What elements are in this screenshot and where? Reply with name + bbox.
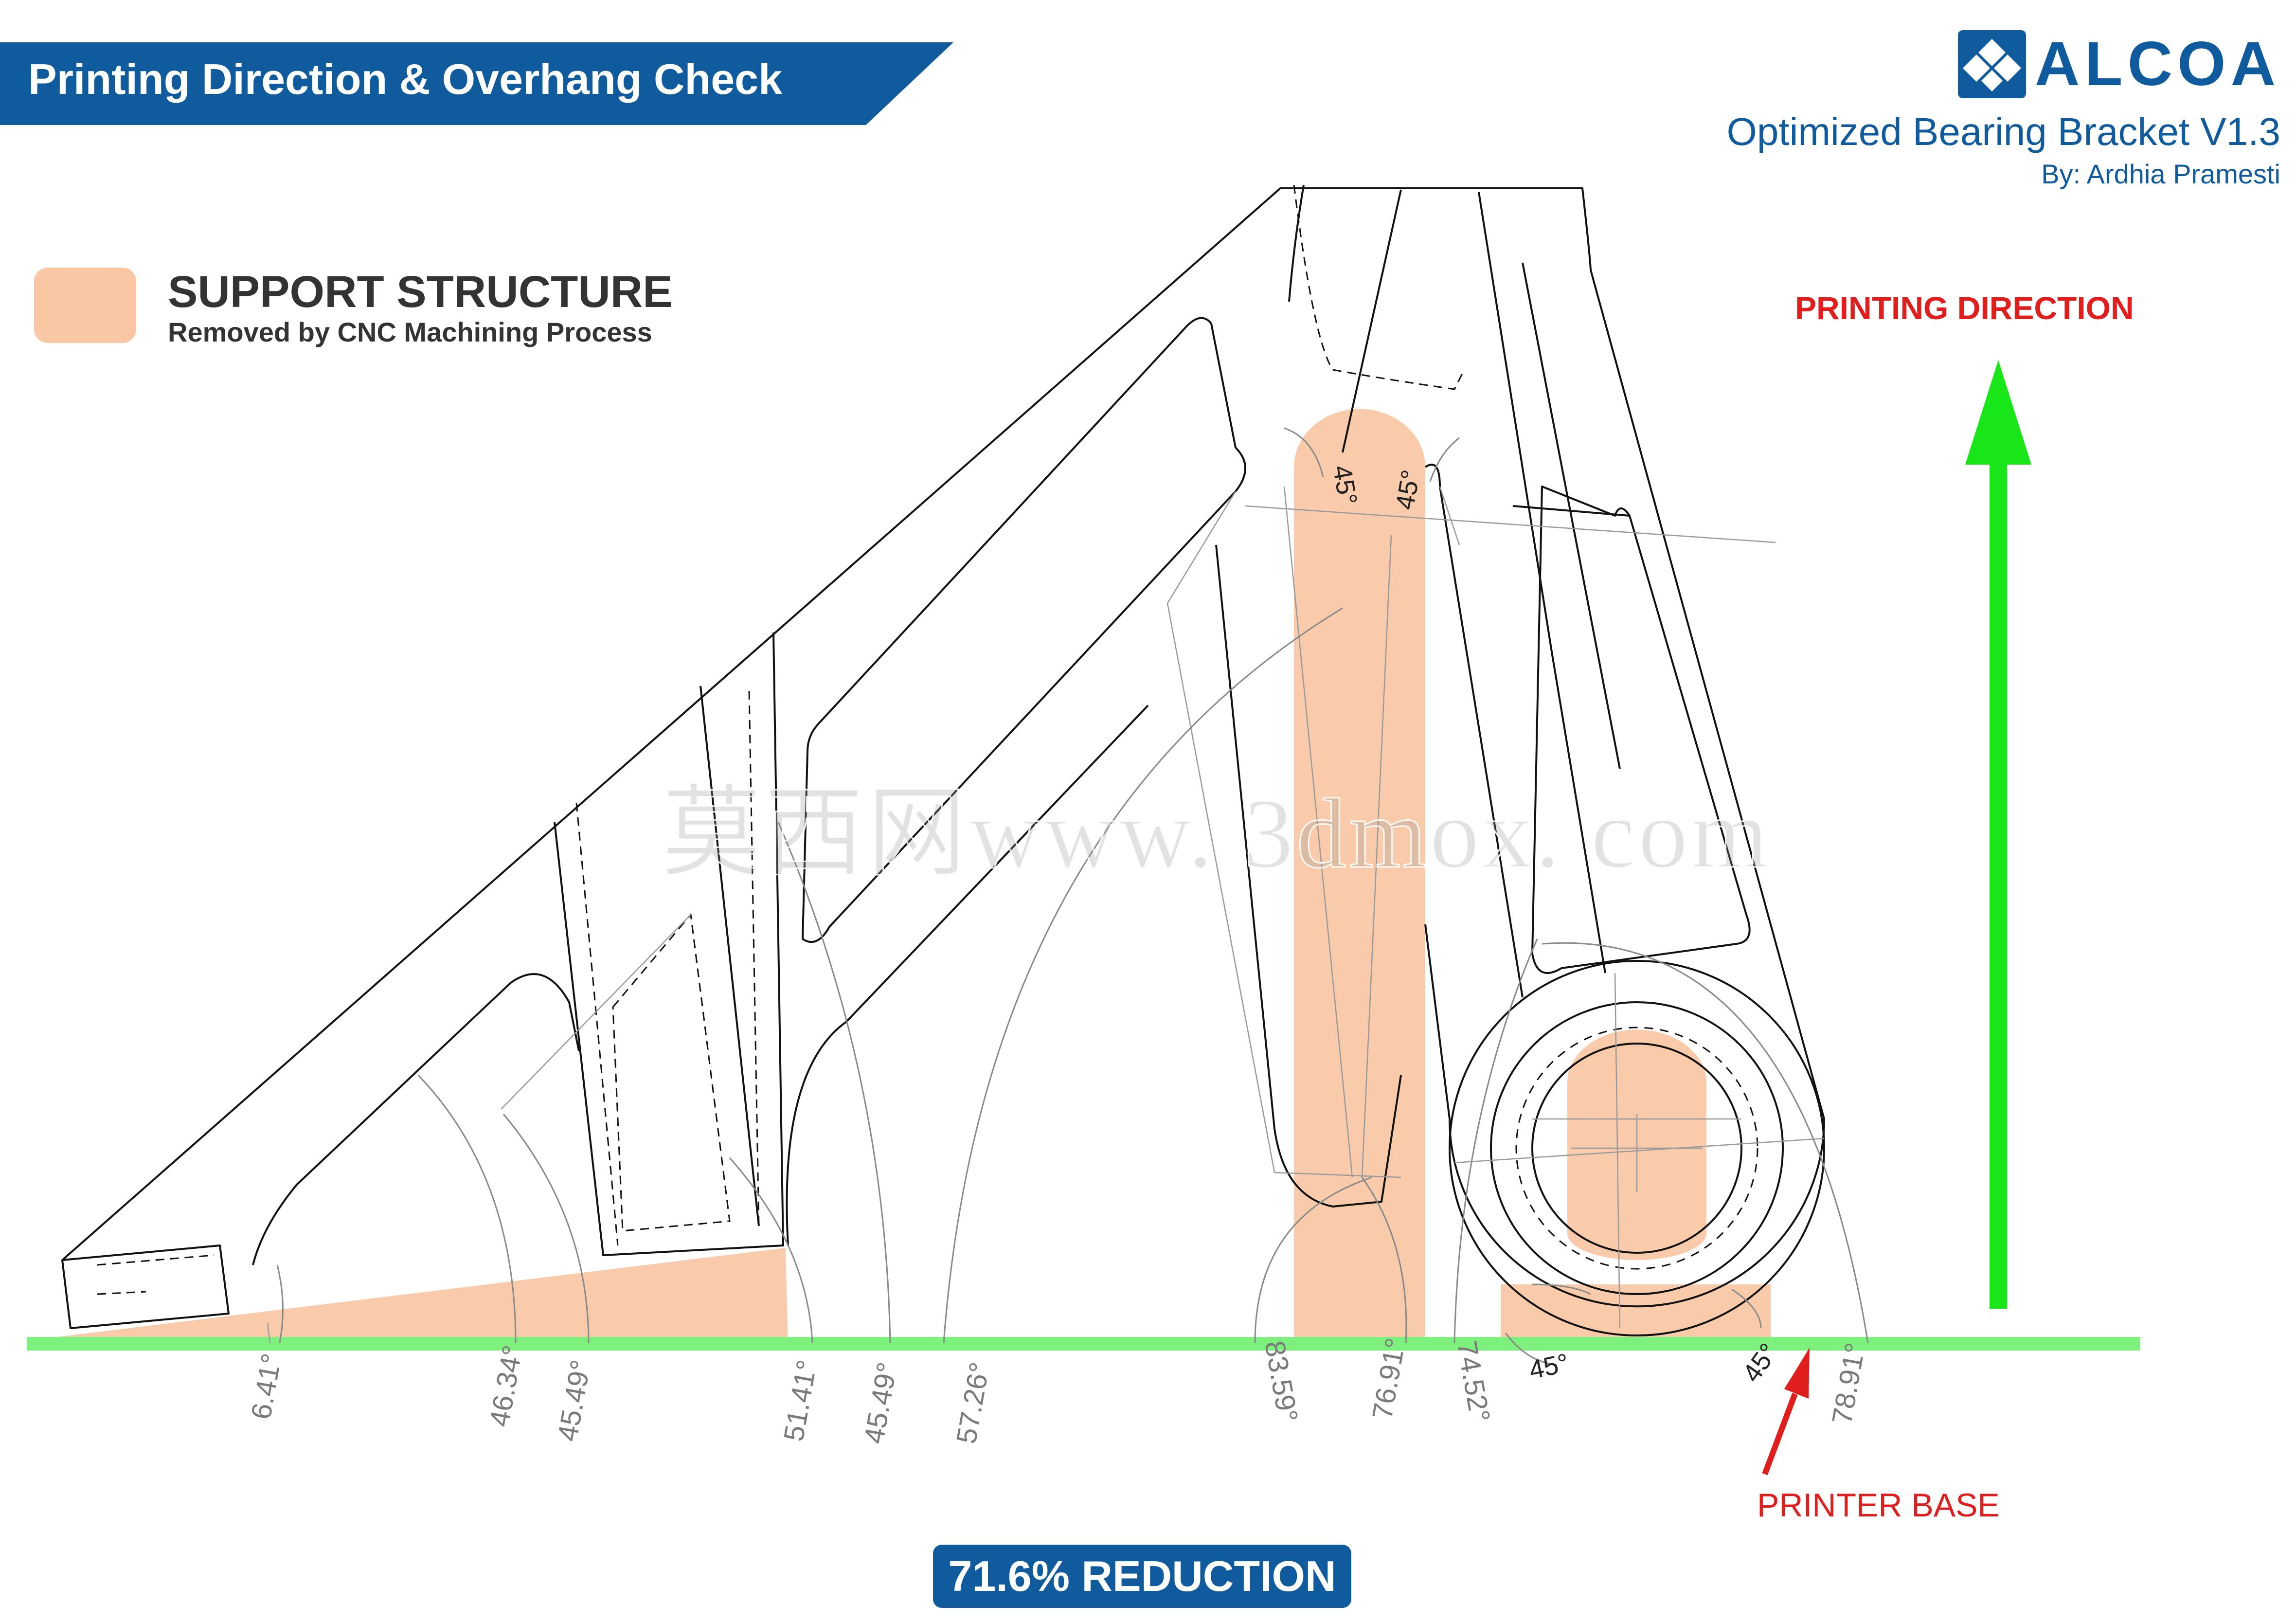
page-title: Printing Direction & Overhang Check bbox=[28, 55, 783, 103]
brand: ALCOA bbox=[1957, 29, 2280, 99]
angle-label: 83.59° bbox=[1258, 1338, 1304, 1425]
construction-lines bbox=[267, 486, 1825, 1343]
author-credit: By: Ardhia Pramesti bbox=[2041, 159, 2280, 189]
legend-title: SUPPORT STRUCTURE bbox=[168, 267, 673, 317]
angle-dimension-arcs bbox=[276, 427, 1869, 1366]
angle-label: 45° bbox=[1390, 468, 1426, 512]
angle-label: 6.41° bbox=[245, 1351, 288, 1422]
printing-direction-arrow bbox=[1965, 360, 2031, 1309]
support-regions bbox=[29, 409, 1771, 1348]
angle-label: 51.41° bbox=[778, 1357, 823, 1443]
brand-name: ALCOA bbox=[2034, 29, 2280, 99]
angle-label: 46.34° bbox=[484, 1343, 529, 1429]
angle-label: 57.26° bbox=[951, 1360, 996, 1446]
project-name: Optimized Bearing Bracket V1.3 bbox=[1726, 110, 2280, 153]
alcoa-logo-icon bbox=[1957, 30, 2026, 98]
printer-base-label: PRINTER BASE bbox=[1757, 1487, 2000, 1524]
angle-label: 45° bbox=[1526, 1348, 1571, 1385]
reduction-badge: 71.6% REDUCTION bbox=[933, 1545, 1351, 1608]
legend-subtitle: Removed by CNC Machining Process bbox=[168, 317, 652, 347]
angle-label: 78.91° bbox=[1826, 1340, 1871, 1426]
angle-label: 45.49° bbox=[858, 1360, 903, 1446]
angle-label: 74.52° bbox=[1451, 1338, 1496, 1425]
bearing-bore bbox=[1449, 960, 1825, 1336]
title-banner bbox=[0, 42, 953, 125]
printer-base-line bbox=[27, 1337, 2140, 1351]
bracket-outline bbox=[61, 184, 1825, 1329]
support-lower-arc bbox=[1501, 1284, 1771, 1347]
support-wedge bbox=[29, 1248, 788, 1347]
watermark: 莫西网www. 3dmox. com bbox=[661, 778, 1772, 890]
angle-label: 45° bbox=[1327, 463, 1363, 507]
printer-base-arrow bbox=[1762, 1348, 1810, 1476]
title-banner-shape bbox=[0, 42, 953, 125]
printing-direction-label: PRINTING DIRECTION bbox=[1795, 290, 2134, 326]
angle-label: 45.49° bbox=[552, 1357, 597, 1443]
hidden-lines bbox=[97, 184, 1465, 1295]
support-column bbox=[1294, 409, 1425, 1348]
legend-swatch bbox=[34, 268, 136, 343]
